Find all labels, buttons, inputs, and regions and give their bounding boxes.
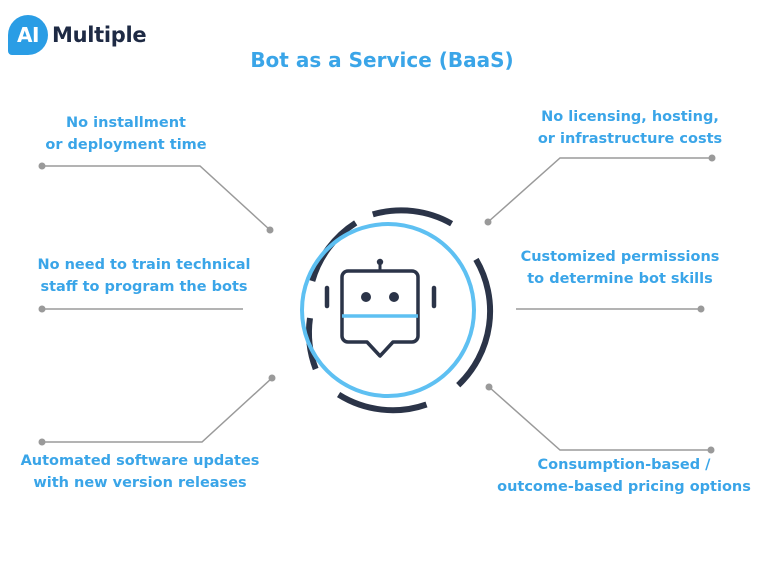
diagram-title: Bot as a Service (BaaS): [250, 48, 514, 72]
connector-dot: [708, 154, 716, 162]
feature-no-installment: No installment or deployment time: [45, 115, 207, 153]
connector-top-left: [38, 162, 274, 234]
feature-no-training: No need to train technical staff to prog…: [37, 257, 251, 295]
feature-pricing-options: Consumption-based / outcome-based pricin…: [497, 457, 751, 495]
connector-mid-right: [516, 305, 705, 313]
logo-badge: AI: [8, 15, 48, 55]
connector-dot: [697, 305, 705, 313]
logo-wordmark: Multiple: [52, 23, 147, 47]
feature-custom-permissions: Customized permissions to determine bot …: [520, 249, 720, 287]
connector-dot: [707, 446, 715, 454]
connector-dot: [484, 218, 492, 226]
connector-dot: [485, 383, 493, 391]
robot-chat-icon: [324, 258, 437, 358]
connector-dot: [268, 374, 276, 382]
feature-automated-updates: Automated software updates with new vers…: [20, 453, 260, 491]
connector-dot: [38, 305, 46, 313]
connector-dot: [266, 226, 274, 234]
feature-no-licensing: No licensing, hosting, or infrastructure…: [537, 109, 723, 147]
aimultiple-logo[interactable]: AI Multiple: [8, 12, 147, 58]
connector-dot: [38, 162, 46, 170]
connector-bottom-left: [38, 374, 276, 446]
inner-ring: [300, 222, 476, 398]
connector-top-right: [484, 154, 716, 226]
connector-dot: [38, 438, 46, 446]
connector-bottom-right: [485, 383, 715, 454]
connector-mid-left: [38, 305, 243, 313]
